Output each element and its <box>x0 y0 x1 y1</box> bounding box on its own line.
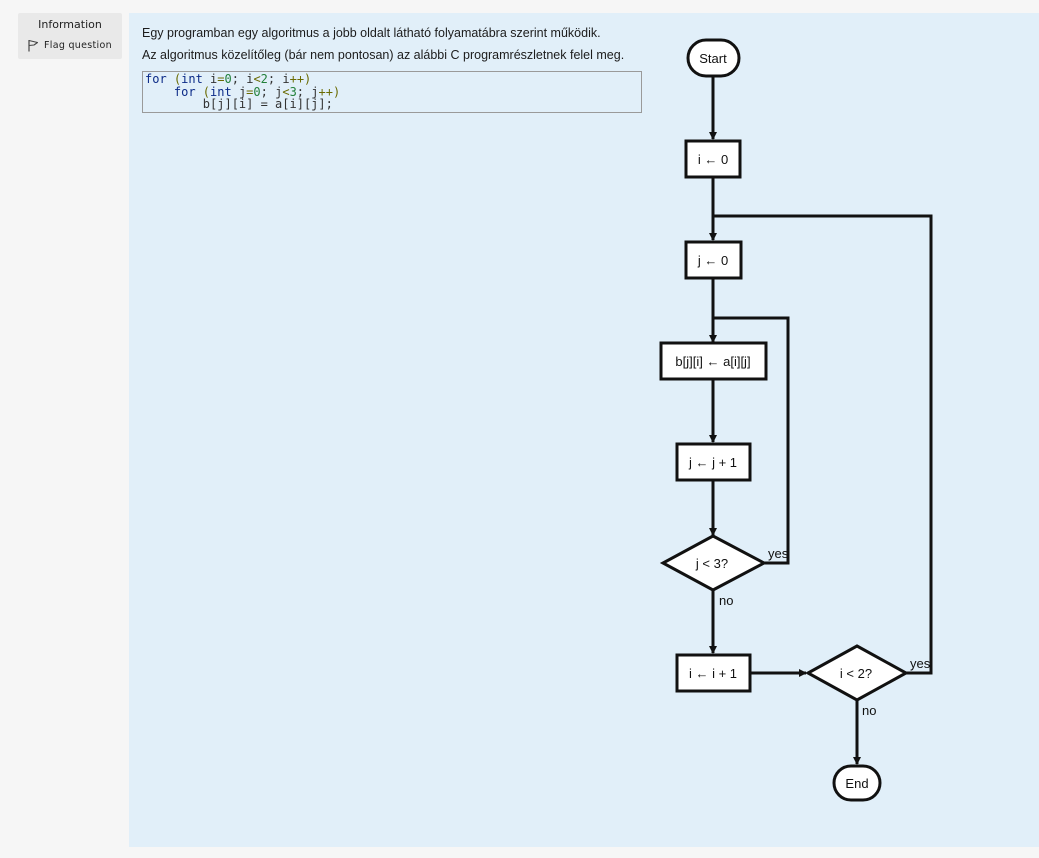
code-line-3: b[j][i] = a[i][j]; <box>145 97 333 112</box>
edge-label-i-no: no <box>862 703 876 718</box>
question-info-panel: Information Flag question <box>18 13 122 59</box>
node-inc-j-label: j ← j + 1 <box>688 455 737 470</box>
node-cond-i-label: i < 2? <box>840 666 872 681</box>
node-cond-j-diamond <box>659 534 768 592</box>
edge-cond-j-yes-loop <box>713 316 790 565</box>
edge-cond-i-yes-loop <box>713 214 933 675</box>
edge-label-j-yes: yes <box>768 546 789 561</box>
node-init-i-label: i ← 0 <box>698 152 728 167</box>
node-end-label: End <box>845 776 868 791</box>
node-inc-j-box <box>675 442 752 482</box>
question-text-line-1: Egy programban egy algoritmus a jobb old… <box>142 26 601 40</box>
node-assign-box <box>659 341 768 381</box>
flag-question-label: Flag question <box>44 40 112 51</box>
edge-label-j-no: no <box>719 593 733 608</box>
node-init-i-box <box>684 139 742 179</box>
node-init-j-box <box>684 240 743 280</box>
code-line-2: for (int j=0; j<3; j++) <box>145 84 341 99</box>
node-cond-i-diamond <box>804 644 910 702</box>
node-inc-i-box <box>675 653 752 693</box>
flag-question-link[interactable]: Flag question <box>27 39 112 52</box>
flag-icon <box>27 39 39 52</box>
node-end-terminal <box>832 764 882 802</box>
node-start-label: Start <box>699 51 727 66</box>
question-content: Egy programban egy algoritmus a jobb old… <box>129 13 1039 847</box>
code-line-1: for (int i=0; i<2; i++) <box>145 72 312 86</box>
node-cond-j-label: j < 3? <box>695 556 728 571</box>
info-title: Information <box>38 18 102 31</box>
node-inc-i-label: i ← i + 1 <box>689 666 737 681</box>
node-init-j-label: j ← 0 <box>697 253 728 268</box>
node-start-terminal <box>686 38 741 78</box>
node-assign-label: b[j][i] ← a[i][j] <box>675 354 750 369</box>
question-text-line-2: Az algoritmus közelítőleg (bár nem ponto… <box>142 48 625 62</box>
code-block: for (int i=0; i<2; i++) for (int j=0; j<… <box>142 71 642 113</box>
edge-label-i-yes: yes <box>910 656 931 671</box>
